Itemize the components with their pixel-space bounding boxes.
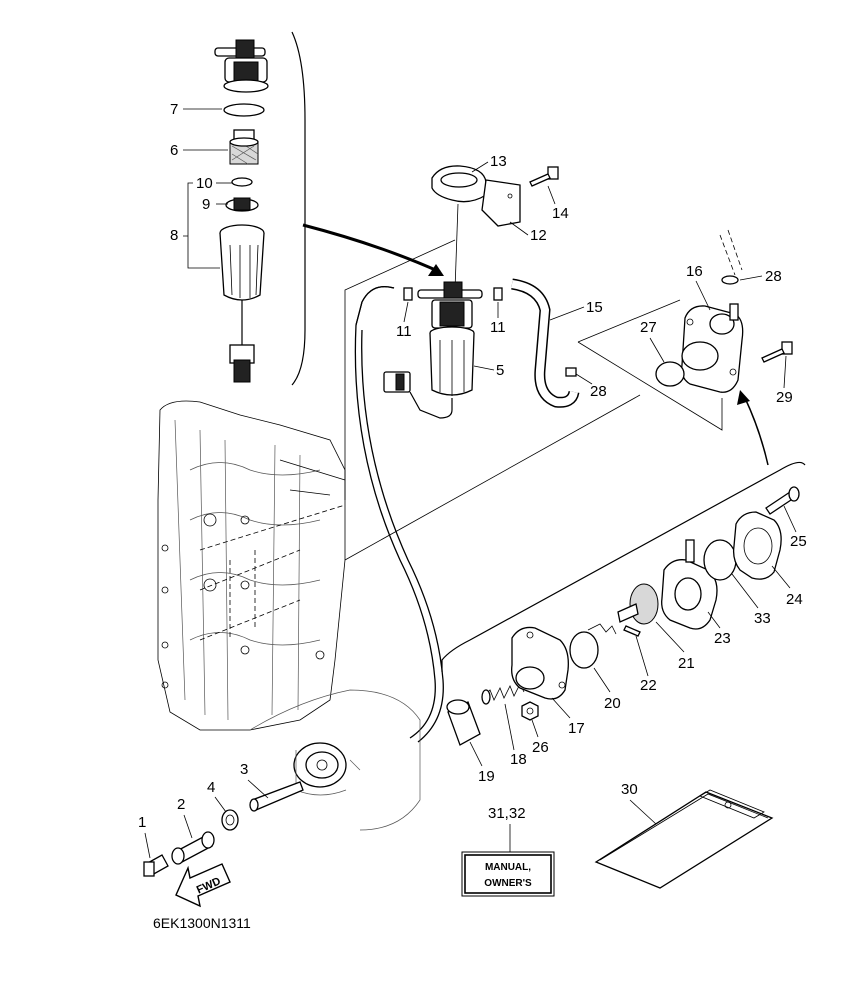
callout-15: 15 — [586, 299, 603, 316]
pump-cover-part-23 — [661, 539, 718, 630]
spring-ring-part-20 — [569, 623, 617, 669]
cap-part-24 — [732, 511, 782, 580]
pump-to-assembly-arrow — [744, 397, 769, 466]
callout-17: 17 — [568, 720, 585, 737]
fuel-pump-part — [681, 303, 744, 393]
callout-10: 10 — [196, 175, 213, 192]
callout-1: 1 — [138, 814, 146, 831]
filter-exploded-bracket — [291, 31, 306, 386]
bolt-part-14 — [529, 166, 559, 187]
diaphragm-part-21 — [617, 583, 659, 625]
callout-7: 7 — [170, 101, 178, 118]
filter-arrow-head — [428, 264, 444, 276]
callout-19: 19 — [478, 768, 495, 785]
callout-29: 29 — [776, 389, 793, 406]
callout-9: 9 — [202, 196, 210, 213]
callout-18: 18 — [510, 751, 527, 768]
leader-pump-to-block — [344, 394, 641, 561]
washer-part — [231, 177, 253, 187]
bolt-part-29 — [761, 341, 793, 363]
callout-6: 6 — [170, 142, 178, 159]
callout-3: 3 — [240, 761, 248, 778]
callout-2: 2 — [177, 796, 185, 813]
callout-14: 14 — [552, 205, 569, 222]
cylinder-part-19 — [446, 699, 481, 746]
clip-part-left — [403, 287, 413, 301]
callout-25: 25 — [790, 533, 807, 550]
pump-mount-lines — [577, 299, 723, 431]
callout-12: 12 — [530, 227, 547, 244]
manual-pouch-part — [594, 789, 774, 889]
callout-13: 13 — [490, 153, 507, 170]
pin-part-22 — [623, 625, 641, 637]
callout-11-right: 11 — [490, 319, 506, 336]
callout-27: 27 — [640, 319, 657, 336]
callout-23: 23 — [714, 630, 731, 647]
callout-28-upper: 28 — [765, 268, 782, 285]
cam-housing-part — [293, 742, 361, 796]
clip-part-28-upper — [721, 275, 739, 285]
callout-11-left: 11 — [396, 323, 412, 340]
inlet-hose-part — [355, 285, 395, 326]
return-hose — [354, 324, 436, 739]
callout-28-lower: 28 — [590, 383, 607, 400]
bracket-plate-part — [481, 179, 521, 227]
callout-4: 4 — [207, 779, 215, 796]
pump-exploded-bracket — [441, 461, 806, 672]
dashed-routing-lines — [199, 504, 346, 641]
pump-arrow-head — [737, 390, 750, 405]
lower-case-outline — [249, 689, 421, 831]
pump-hose-stub — [719, 229, 743, 276]
spring-part-18 — [481, 683, 525, 705]
leader-filter-to-block — [344, 239, 456, 500]
fuel-filter-assembly-part — [417, 281, 483, 396]
engine-block-outline — [157, 400, 346, 731]
callout-8-bracket — [183, 182, 220, 269]
filter-head-part — [214, 39, 269, 93]
seal-part-4 — [221, 809, 239, 831]
bushing-part-2 — [171, 831, 215, 865]
o-ring-part — [223, 103, 265, 117]
filter-cup-part — [219, 224, 265, 383]
filter-element-part — [229, 129, 259, 165]
bracket-clamp-part — [431, 165, 487, 203]
callout-21: 21 — [678, 655, 695, 672]
plug-part-1 — [143, 854, 169, 877]
gasket-part-33 — [703, 539, 737, 581]
connector-part — [383, 371, 411, 393]
callout-8: 8 — [170, 227, 178, 244]
nut-part-26 — [521, 701, 539, 721]
callout-20: 20 — [604, 695, 621, 712]
screw-part-25 — [765, 486, 800, 515]
callout-31-32: 31,32 — [488, 805, 526, 822]
pump-plunger-part-3 — [249, 781, 304, 812]
clip-part-right — [493, 287, 503, 301]
manual-plate-line2: OWNER'S — [484, 878, 532, 889]
pump-body-part-17 — [511, 626, 569, 700]
callout-16: 16 — [686, 263, 703, 280]
o-ring-part-27 — [655, 361, 685, 387]
callout-26: 26 — [532, 739, 549, 756]
diagram-code: 6EK1300N1311 — [153, 915, 251, 931]
clip-part-28-lower — [565, 367, 577, 377]
callout-33: 33 — [754, 610, 771, 627]
callout-30: 30 — [621, 781, 638, 798]
manual-plate-line1: MANUAL, — [485, 862, 531, 873]
owners-manual-plate: MANUAL, OWNER'S — [461, 851, 555, 897]
callout-5: 5 — [496, 362, 504, 379]
float-part — [225, 197, 259, 212]
filter-wire — [409, 391, 453, 419]
fwd-direction-arrow: FWD — [175, 863, 231, 908]
filter-to-assembly-arrow — [302, 223, 441, 274]
callout-22: 22 — [640, 677, 657, 694]
callout-24: 24 — [786, 591, 803, 608]
